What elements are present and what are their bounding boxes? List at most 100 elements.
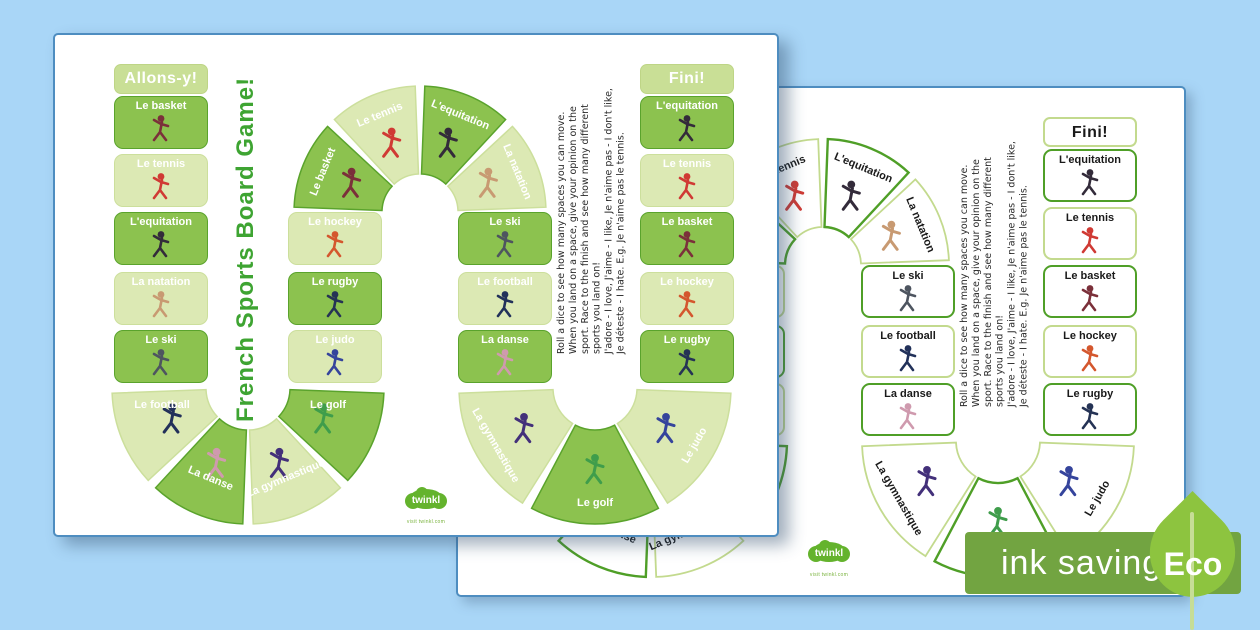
space-label: Le golf xyxy=(577,497,613,509)
sport-icon-football xyxy=(162,403,182,434)
svg-text:twinkl: twinkl xyxy=(815,548,844,559)
space-label: Le basket xyxy=(1064,270,1116,282)
board-space-equitation: L'equitation xyxy=(114,212,208,265)
sport-icon-basket xyxy=(1081,285,1099,312)
board-space-natation: La natation xyxy=(114,272,208,325)
board-space-football: Le football xyxy=(861,325,955,378)
sport-icon-football xyxy=(899,345,917,372)
space-label: Le ski xyxy=(892,270,924,282)
sport-icon-judo xyxy=(656,413,676,444)
space-label: Le tennis xyxy=(355,100,404,130)
sport-icon-hockey xyxy=(1081,345,1099,372)
sport-icon-ski xyxy=(152,349,170,376)
sport-icon-basket xyxy=(152,115,170,142)
visit-twinkl-text: visit twinkl.com xyxy=(406,519,446,525)
space-label: Le judo xyxy=(680,425,710,465)
board-space-golf xyxy=(277,388,385,482)
space-label: Le ski xyxy=(145,334,177,346)
sport-icon-equitation xyxy=(152,231,170,258)
sport-icon-tennis xyxy=(1081,227,1099,254)
sport-icon-tennis xyxy=(678,173,696,200)
space-label: Le tennis xyxy=(136,158,186,170)
finish-header: Fini! xyxy=(640,64,734,94)
space-label: Le football xyxy=(880,330,936,342)
instructions-line: Roll a dice to see how many spaces you c… xyxy=(959,164,970,407)
board-space-natation xyxy=(446,125,547,212)
space-label: La gymnastique xyxy=(244,457,326,500)
instructions-line: J'adore - I love, J'aime - I like, Je n'… xyxy=(1006,141,1030,407)
sport-icon-tennis xyxy=(785,180,805,211)
sport-icon-judo xyxy=(1059,466,1079,497)
sport-icon-tennis xyxy=(152,173,170,200)
board-space-judo: Le judo xyxy=(288,330,382,383)
space-label: La danse xyxy=(884,388,932,400)
instructions-line: Roll a dice to see how many spaces you c… xyxy=(556,111,567,354)
sport-icon-natation xyxy=(478,167,498,198)
sport-icon-golf xyxy=(314,403,334,434)
space-label: Le rugby xyxy=(663,334,711,346)
sport-icon-equitation xyxy=(438,127,458,158)
board-space-golf xyxy=(530,424,660,525)
space-label: Le judo xyxy=(1083,478,1113,518)
sport-icon-equitation xyxy=(678,115,696,142)
board-space-tennis: Le tennis xyxy=(1043,207,1137,260)
sport-icon-gymnastique xyxy=(514,413,534,444)
sport-icon-rugby xyxy=(1081,403,1099,430)
sport-icon-golf xyxy=(585,454,605,485)
board-space-ski: Le ski xyxy=(114,330,208,383)
board-space-basket: Le basket xyxy=(114,96,208,149)
board-space-gymnastique xyxy=(458,388,574,505)
twinkl-cloud-icon: twinkl xyxy=(808,540,850,562)
ink-saving-label: ink saving xyxy=(1001,544,1163,582)
sport-icon-natation xyxy=(881,220,901,251)
space-label: La danse xyxy=(481,334,529,346)
board-space-natation xyxy=(849,178,950,265)
sport-icon-danse xyxy=(207,447,227,478)
sport-icon-football xyxy=(496,291,514,318)
board-space-rugby: Le rugby xyxy=(1043,383,1137,436)
sport-icon-rugby xyxy=(326,291,344,318)
board-space-hockey: Le hockey xyxy=(288,212,382,265)
sport-icon-tennis xyxy=(382,127,402,158)
space-label: Le football xyxy=(134,399,190,411)
sport-icon-equitation xyxy=(841,180,861,211)
start-header: Allons-y! xyxy=(114,64,208,94)
space-label: La natation xyxy=(131,276,191,288)
sport-icon-judo xyxy=(326,349,344,376)
board-space-football: Le football xyxy=(458,272,552,325)
board-space-football xyxy=(111,388,219,482)
space-label: L'equitation xyxy=(1059,154,1121,166)
board-space-equitation: L'equitation xyxy=(1043,149,1137,202)
instructions-line: When you land on a space, give your opin… xyxy=(567,104,603,354)
instructions-line: J'adore - I love, J'aime - I like, Je n'… xyxy=(603,88,627,354)
board-space-danse: La danse xyxy=(861,383,955,436)
space-label: Le tennis xyxy=(1065,212,1115,224)
sport-icon-ski xyxy=(496,231,514,258)
sport-icon-natation xyxy=(152,291,170,318)
space-label: Le hockey xyxy=(308,216,362,228)
board-space-equitation: L'equitation xyxy=(640,96,734,149)
board-space-tennis: Le tennis xyxy=(114,154,208,207)
space-label: Le basket xyxy=(308,146,339,198)
space-label: Le hockey xyxy=(660,276,714,288)
space-label: Le basket xyxy=(661,216,713,228)
board-space-ski: Le ski xyxy=(458,212,552,265)
space-label: Le rugby xyxy=(311,276,359,288)
sport-icon-basket xyxy=(678,231,696,258)
board-space-tennis: Le tennis xyxy=(640,154,734,207)
space-label: La danse xyxy=(186,464,235,493)
board-space-hockey: Le hockey xyxy=(640,272,734,325)
board-instructions: Roll a dice to see how many spaces you c… xyxy=(959,135,1041,407)
sport-icon-rugby xyxy=(678,349,696,376)
space-label: Le tennis xyxy=(662,158,712,170)
sport-icon-ski xyxy=(899,285,917,312)
board-space-hockey: Le hockey xyxy=(1043,325,1137,378)
board-space-equitation xyxy=(420,85,507,186)
eco-label: Eco xyxy=(1163,546,1223,582)
board-title: French Sports Board Game! xyxy=(232,76,259,422)
board-space-tennis xyxy=(333,85,420,186)
